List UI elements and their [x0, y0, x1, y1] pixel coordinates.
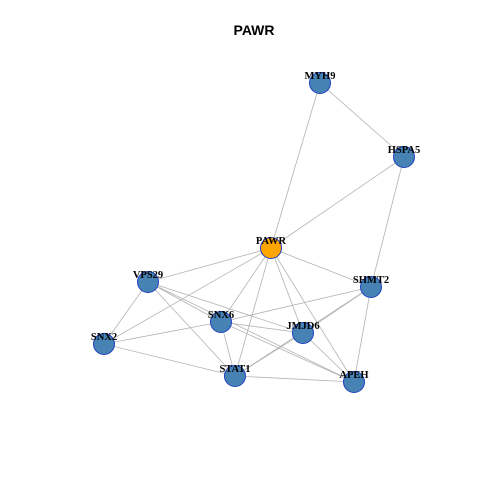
edge-jmjd6-apeh — [302, 332, 355, 383]
node-circle-apeh[interactable] — [343, 371, 365, 393]
node-vps29[interactable]: VPS29 — [133, 270, 163, 293]
edge-vps29-snx2 — [103, 281, 149, 345]
edge-stat1-jmjd6 — [234, 332, 304, 377]
edge-pawr-snx6 — [220, 247, 272, 323]
node-circle-snx6[interactable] — [210, 311, 232, 333]
node-label-shmt2: SHMT2 — [353, 275, 389, 286]
node-circle-shmt2[interactable] — [360, 276, 382, 298]
node-circle-myh9[interactable] — [309, 72, 331, 94]
node-label-vps29: VPS29 — [133, 270, 163, 281]
node-label-hspa5: HSPA5 — [388, 145, 420, 156]
node-label-jmjd6: JMJD6 — [286, 321, 319, 332]
node-circle-stat1[interactable] — [224, 365, 246, 387]
graph-title: PAWR — [234, 22, 275, 38]
edge-pawr-shmt2 — [270, 247, 372, 288]
edge-snx2-stat1 — [103, 343, 236, 377]
edge-vps29-stat1 — [147, 281, 236, 377]
edge-hspa5-pawr — [270, 156, 405, 249]
node-circle-snx2[interactable] — [93, 333, 115, 355]
edge-snx6-apeh — [220, 321, 355, 383]
edge-snx6-snx2 — [103, 321, 222, 345]
node-label-pawr: PAWR — [256, 236, 287, 247]
node-label-snx6: SNX6 — [208, 310, 234, 321]
node-myh9[interactable]: MYH9 — [305, 71, 336, 94]
edge-vps29-snx6 — [147, 281, 222, 323]
node-jmjd6[interactable]: JMJD6 — [286, 321, 320, 344]
edge-myh9-pawr — [270, 82, 321, 249]
node-label-snx2: SNX2 — [91, 332, 117, 343]
node-circle-jmjd6[interactable] — [292, 322, 314, 344]
node-snx6[interactable]: SNX6 — [208, 310, 234, 333]
edge-stat1-apeh — [234, 375, 355, 383]
node-pawr[interactable]: PAWR — [256, 236, 287, 259]
node-apeh[interactable]: APEH — [339, 370, 369, 393]
node-label-myh9: MYH9 — [305, 71, 336, 82]
edge-shmt2-snx6 — [220, 286, 372, 323]
node-label-stat1: STAT1 — [219, 364, 250, 375]
edge-pawr-jmjd6 — [270, 247, 304, 334]
edge-myh9-hspa5 — [319, 82, 405, 158]
edge-vps29-jmjd6 — [147, 281, 304, 334]
edge-pawr-apeh — [270, 247, 355, 383]
node-label-apeh: APEH — [339, 370, 368, 381]
node-circle-hspa5[interactable] — [393, 146, 415, 168]
edge-pawr-vps29 — [147, 247, 272, 283]
edges-layer — [103, 82, 405, 383]
edge-pawr-stat1 — [234, 247, 272, 377]
edge-shmt2-apeh — [353, 286, 372, 383]
edge-pawr-snx2 — [103, 247, 272, 345]
node-hspa5[interactable]: HSPA5 — [388, 145, 420, 168]
node-shmt2[interactable]: SHMT2 — [353, 275, 389, 298]
edge-snx6-jmjd6 — [220, 321, 304, 334]
node-stat1[interactable]: STAT1 — [219, 364, 251, 387]
edge-vps29-apeh — [147, 281, 355, 383]
node-circle-pawr[interactable] — [260, 237, 282, 259]
node-snx2[interactable]: SNX2 — [91, 332, 117, 355]
node-circle-vps29[interactable] — [137, 271, 159, 293]
edge-hspa5-shmt2 — [370, 156, 405, 288]
